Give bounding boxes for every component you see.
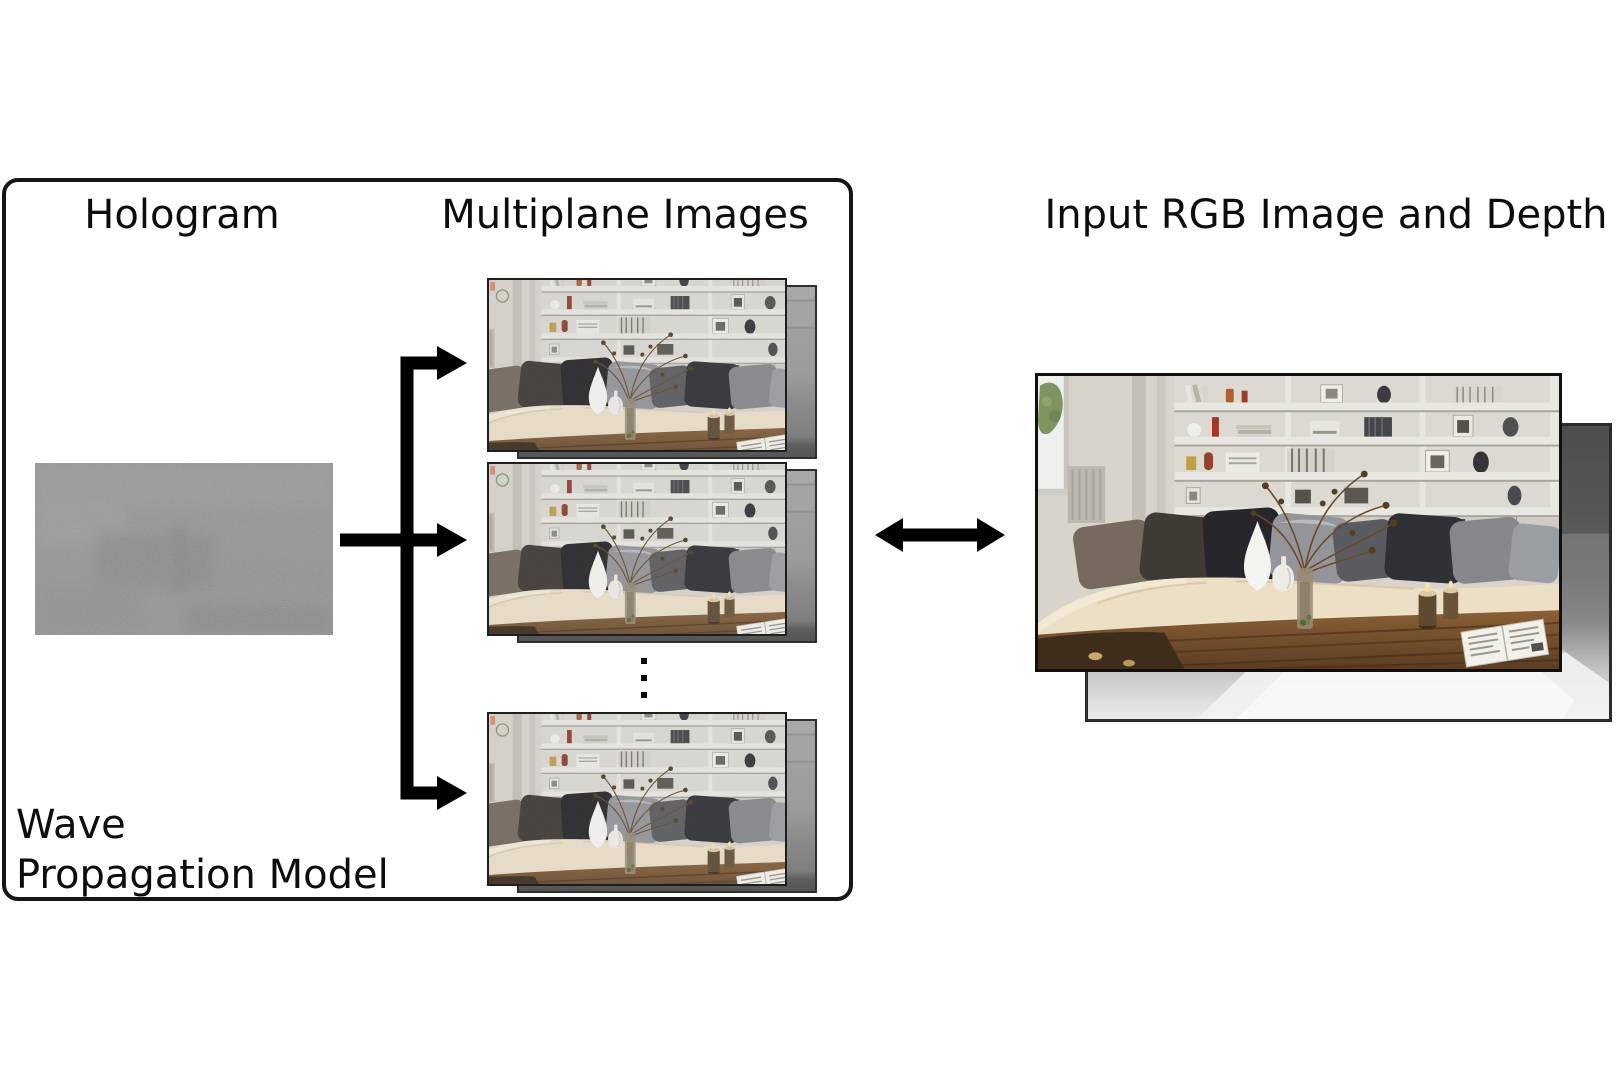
multiplane-photo-3 bbox=[487, 712, 787, 886]
multiplane-photo-1 bbox=[487, 278, 787, 452]
bidirectional-arrow-icon bbox=[875, 518, 1005, 552]
input-rgb-depth-label: Input RGB Image and Depth bbox=[1044, 192, 1608, 238]
vertical-ellipsis-icon bbox=[641, 658, 649, 698]
multiplane-images-label: Multiplane Images bbox=[441, 192, 809, 238]
multiplane-image-2 bbox=[487, 462, 819, 645]
multiplane-image-3 bbox=[487, 712, 819, 895]
hologram-image bbox=[35, 463, 333, 635]
multiplane-image-1 bbox=[487, 278, 819, 461]
hologram-label: Hologram bbox=[84, 192, 280, 238]
input-rgb-image bbox=[1035, 373, 1562, 672]
multiplane-photo-2 bbox=[487, 462, 787, 636]
wave-propagation-model-label: Wave Propagation Model bbox=[16, 802, 389, 898]
